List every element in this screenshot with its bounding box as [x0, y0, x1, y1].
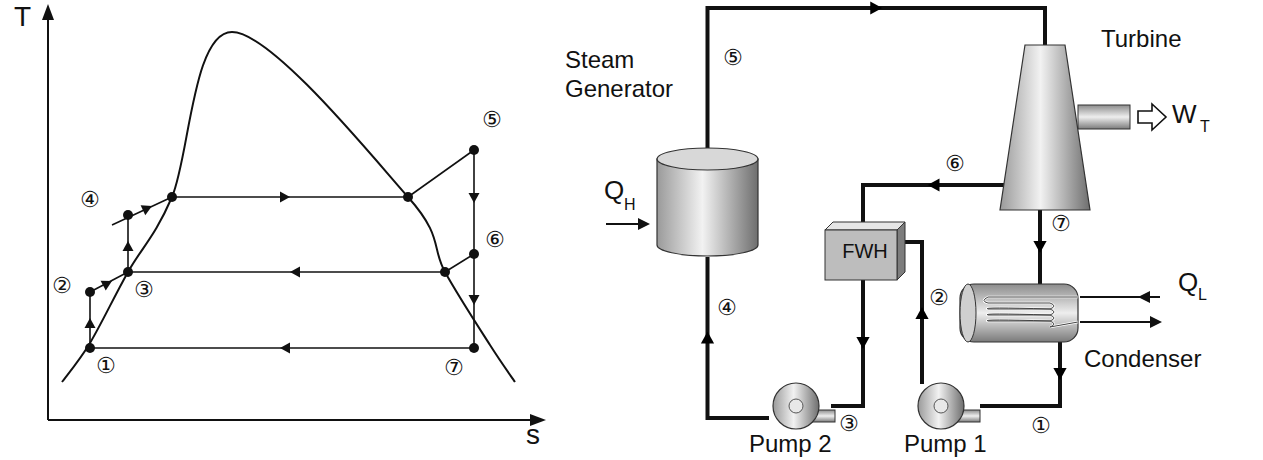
- arrowhead: [469, 193, 480, 203]
- box-label: FWH: [825, 222, 905, 280]
- callout-number: ⑥: [485, 228, 505, 252]
- symbol-label: Q: [1178, 268, 1198, 297]
- component-name: Condenser: [1084, 344, 1219, 373]
- cycle-lines: [90, 150, 474, 348]
- saturation-dome: [62, 32, 515, 382]
- heat-arrowhead: [1150, 316, 1162, 328]
- turbine-shaft: [1078, 105, 1130, 129]
- state-number: ⑦: [1050, 212, 1072, 236]
- steam-generator: Steam Generator: [655, 145, 760, 257]
- arrowhead: [469, 295, 480, 305]
- pump: Pump 1: [910, 380, 980, 432]
- arrowhead: [1053, 368, 1066, 380]
- symbol-label: W: [1172, 100, 1197, 129]
- heat-arrow: [606, 223, 640, 225]
- arrowhead: [280, 192, 290, 203]
- condenser: Condenser: [958, 278, 1080, 348]
- arrowhead: [85, 318, 96, 328]
- callout-number: ⑤: [482, 108, 502, 132]
- pump-shape: [910, 380, 980, 432]
- state-number: ③: [838, 412, 860, 436]
- arrowhead: [280, 343, 290, 354]
- box-text: FWH: [842, 240, 888, 263]
- axis-arrowhead: [42, 4, 54, 20]
- arrowhead: [1033, 241, 1046, 253]
- steam-generator-shape: [655, 145, 760, 257]
- state-number: ②: [928, 286, 950, 310]
- arrowhead: [856, 337, 869, 349]
- cycle-arrowheads: [85, 192, 480, 354]
- heat-arrowhead: [1138, 291, 1150, 303]
- symbol-label: Q: [604, 176, 624, 205]
- pipe: [1033, 210, 1046, 284]
- component-name: Steam Generator: [565, 45, 693, 104]
- arrowhead: [123, 241, 134, 251]
- pipe: [980, 342, 1067, 406]
- state-dots: [85, 145, 479, 353]
- pipe: [708, 1, 1046, 148]
- condenser-shape: [958, 278, 1080, 348]
- pipe: [863, 178, 1004, 222]
- symbol-label: s: [526, 420, 540, 451]
- state-number: ⑥: [944, 152, 966, 176]
- state-number: ①: [1030, 414, 1052, 438]
- symbol-label: T: [14, 2, 31, 33]
- feedwater-heater: FWH: [825, 222, 905, 280]
- ts-axes: [48, 14, 536, 420]
- pump-shape: [765, 380, 835, 432]
- turbine: Turbine: [995, 40, 1095, 215]
- arrowhead: [101, 281, 112, 291]
- arrowhead: [141, 205, 152, 215]
- component-name: Turbine: [1101, 24, 1211, 53]
- callout-number: ①: [96, 354, 116, 378]
- callout-number: ⑦: [444, 356, 464, 380]
- symbol-label: L: [1198, 286, 1207, 304]
- turbine-shape: [995, 40, 1095, 215]
- heat-arrowhead: [638, 218, 650, 230]
- state-number: ⑤: [722, 46, 744, 70]
- arrowhead: [701, 332, 714, 344]
- pipe: [831, 280, 870, 406]
- work-arrow: [1138, 104, 1166, 130]
- pump: Pump 2: [765, 380, 835, 432]
- callout-number: ④: [80, 188, 100, 212]
- arrowhead: [870, 1, 882, 14]
- symbol-label: T: [1200, 118, 1210, 136]
- pipe: [905, 242, 929, 384]
- callout-number: ②: [52, 274, 72, 298]
- component-name: Pump 1: [904, 429, 1014, 458]
- callout-number: ③: [134, 278, 154, 302]
- pipe: [701, 257, 769, 418]
- arrowhead: [928, 178, 940, 191]
- symbol-label: H: [624, 196, 636, 214]
- arrowhead: [915, 307, 928, 319]
- arrowhead: [290, 267, 300, 278]
- state-number: ④: [716, 296, 738, 320]
